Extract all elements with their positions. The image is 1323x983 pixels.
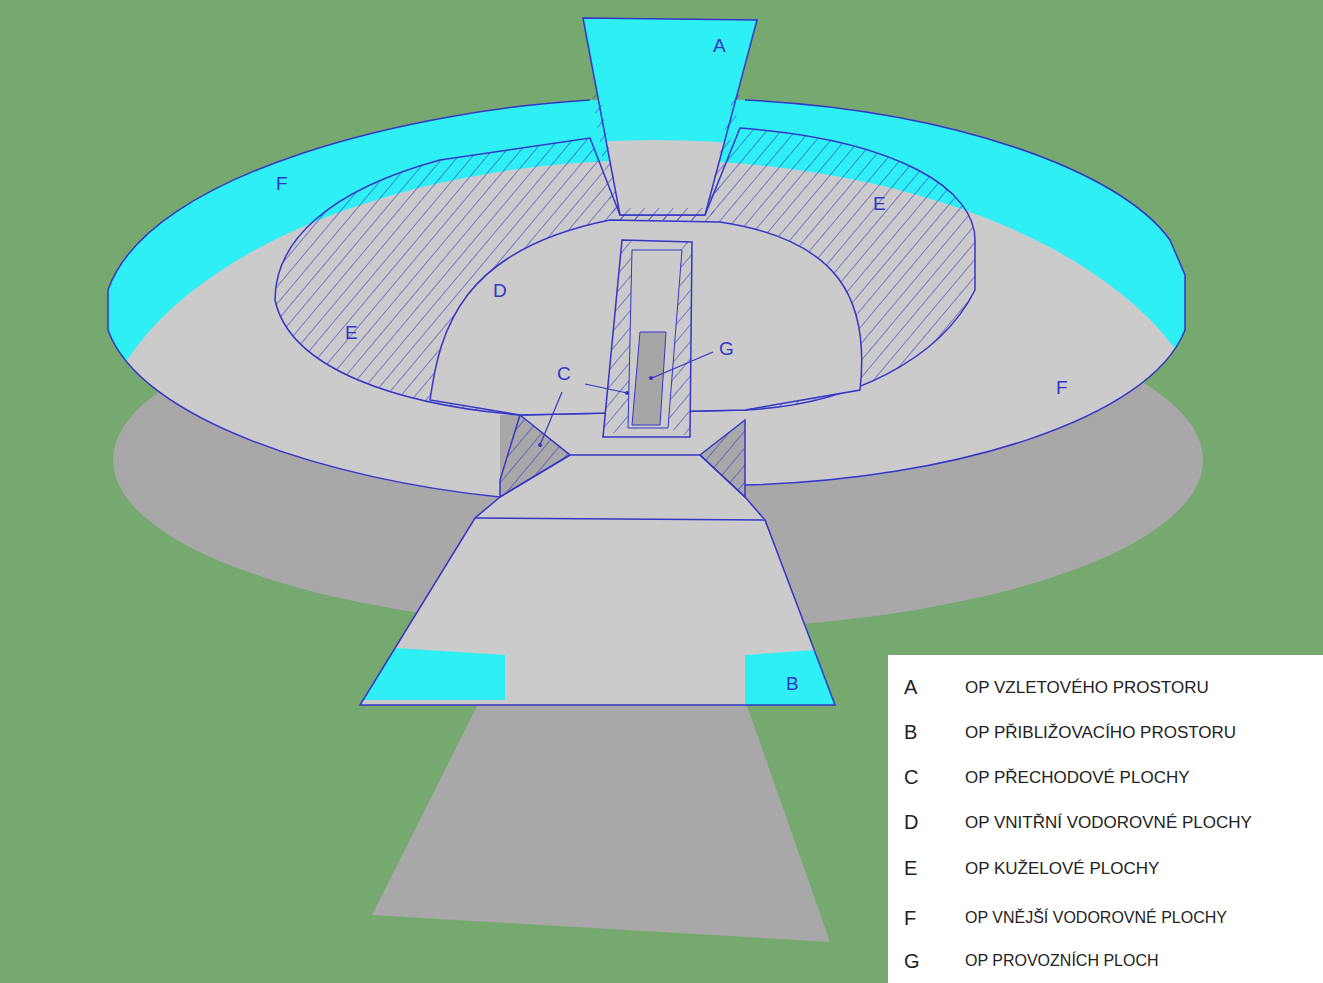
legend-text: OP PŘECHODOVÉ PLOCHY (965, 769, 1190, 786)
legend-text: OP PŘIBLIŽOVACÍHO PROSTORU (965, 724, 1236, 741)
surface-letter: E (345, 323, 358, 342)
legend-key-letter: D (904, 812, 918, 832)
legend-key-letter: E (904, 858, 917, 878)
surface-letter: D (493, 281, 507, 300)
surface-letter: A (713, 36, 726, 55)
legend-key-letter: C (904, 767, 918, 787)
surface-letter: F (1056, 378, 1068, 397)
legend-key-letter: F (904, 908, 916, 928)
surface-letter: B (786, 674, 799, 693)
surface-letter: F (276, 174, 288, 193)
surface-letter: G (719, 339, 734, 358)
legend-text: OP PROVOZNÍCH PLOCH (965, 953, 1159, 969)
legend-text: OP VNĚJŠÍ VODOROVNÉ PLOCHY (965, 910, 1227, 926)
legend-panel: A B C D E F G OP VZLETOVÉHO PROSTORU OP PŘIBLIŽO… (888, 655, 1323, 983)
legend-text: OP VZLETOVÉHO PROSTORU (965, 679, 1209, 696)
legend-text: OP KUŽELOVÉ PLOCHY (965, 860, 1159, 877)
legend-key-letter: B (904, 722, 917, 742)
legend-key-letter: G (904, 951, 920, 971)
legend-key-letter: A (904, 677, 917, 697)
surface-letter: C (557, 364, 571, 383)
surface-letter: E (873, 194, 886, 213)
legend-text: OP VNITŘNÍ VODOROVNÉ PLOCHY (965, 814, 1252, 831)
